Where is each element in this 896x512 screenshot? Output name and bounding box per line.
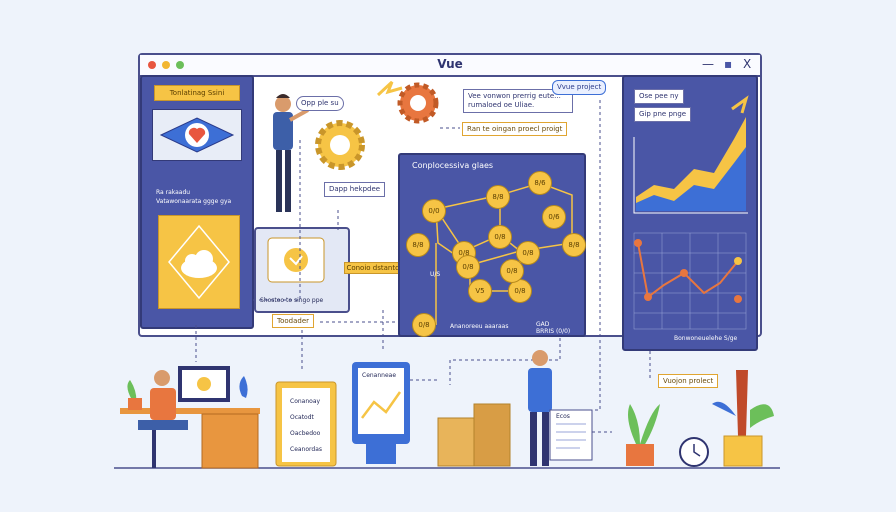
- deploy-badge[interactable]: Dapp hekpdee: [324, 182, 386, 197]
- doc-title: Ecos: [556, 413, 570, 420]
- graph-node[interactable]: 0/8: [488, 225, 512, 249]
- graph-node[interactable]: 0/8: [516, 241, 540, 265]
- checklist-item[interactable]: Ocatodt: [290, 414, 314, 421]
- graph-caption-left: Ananoreeu aaaraas: [450, 323, 509, 330]
- graph-node[interactable]: 8/6: [528, 171, 552, 195]
- minimize-button[interactable]: —: [702, 57, 714, 71]
- graph-title: Conplocessiva glaes: [412, 161, 494, 170]
- vue-project-badge[interactable]: Vvue project: [552, 80, 607, 95]
- title-bar: Vue — ▪ X: [140, 55, 760, 77]
- graph-panel: Conplocessiva glaes 0/0 8/8 8/8 8/6 0/8 …: [398, 153, 586, 337]
- heart-eye-image: [152, 109, 242, 161]
- right-label-2: Gip pne pnge: [634, 107, 692, 122]
- cloud-icon: [168, 224, 230, 300]
- graph-legend: U/S: [430, 271, 441, 278]
- restore-button[interactable]: ▪: [724, 57, 733, 71]
- heart-eye-icon: [159, 117, 235, 153]
- graph-node[interactable]: 8/8: [486, 185, 510, 209]
- left-list-item-1: Ra rakaadu: [156, 189, 191, 196]
- graph-node[interactable]: 0/8: [456, 255, 480, 279]
- minimize-dot[interactable]: [162, 61, 170, 69]
- status-label[interactable]: Ran te oingan proecl proigt: [462, 122, 568, 136]
- left-panel-header[interactable]: Tonlatinag Ssini: [154, 85, 240, 101]
- tool-label[interactable]: Toodader: [272, 314, 315, 328]
- graph-node[interactable]: 0/8: [412, 313, 436, 337]
- vue-project-label[interactable]: Vuojon prolect: [658, 374, 719, 388]
- speech-bubble: Opp ple su: [296, 96, 344, 111]
- graph-node[interactable]: 8/8: [406, 233, 430, 257]
- right-charts: [633, 95, 749, 330]
- checklist-item[interactable]: Conanoay: [290, 398, 321, 405]
- graph-caption-right: GAD BRRIS (0/0): [536, 321, 571, 335]
- right-panel: Ose pee ny Gip pne pnge Bonwoneuelehe S/…: [622, 75, 758, 351]
- close-button[interactable]: X: [743, 57, 752, 71]
- graph-node[interactable]: 0/8: [500, 259, 524, 283]
- graph-node[interactable]: 8/8: [562, 233, 586, 257]
- checklist-item[interactable]: Ceanordas: [290, 446, 323, 453]
- graph-node[interactable]: 0/6: [542, 205, 566, 229]
- right-caption: Bonwoneuelehe S/ge: [674, 335, 738, 342]
- graph-node[interactable]: V5: [468, 279, 492, 303]
- card-caption: Shostoo to singo ppe: [260, 297, 324, 304]
- graph-node[interactable]: 0/0: [422, 199, 446, 223]
- checklist-item[interactable]: Oacbedoo: [290, 430, 321, 437]
- left-panel: Tonlatinag Ssini Ra rakaadu Vatawonaarat…: [140, 75, 254, 329]
- window-title: Vue: [437, 57, 463, 71]
- right-label-1: Ose pee ny: [634, 89, 684, 104]
- config-label[interactable]: Conoio dstantd: [344, 262, 402, 274]
- cloud-tile[interactable]: [158, 215, 240, 309]
- screen-title: Cenanneae: [362, 372, 397, 379]
- close-dot[interactable]: [148, 61, 156, 69]
- maximize-dot[interactable]: [176, 61, 184, 69]
- left-list-item-2: Vatawonaarata ggge gya: [156, 198, 232, 205]
